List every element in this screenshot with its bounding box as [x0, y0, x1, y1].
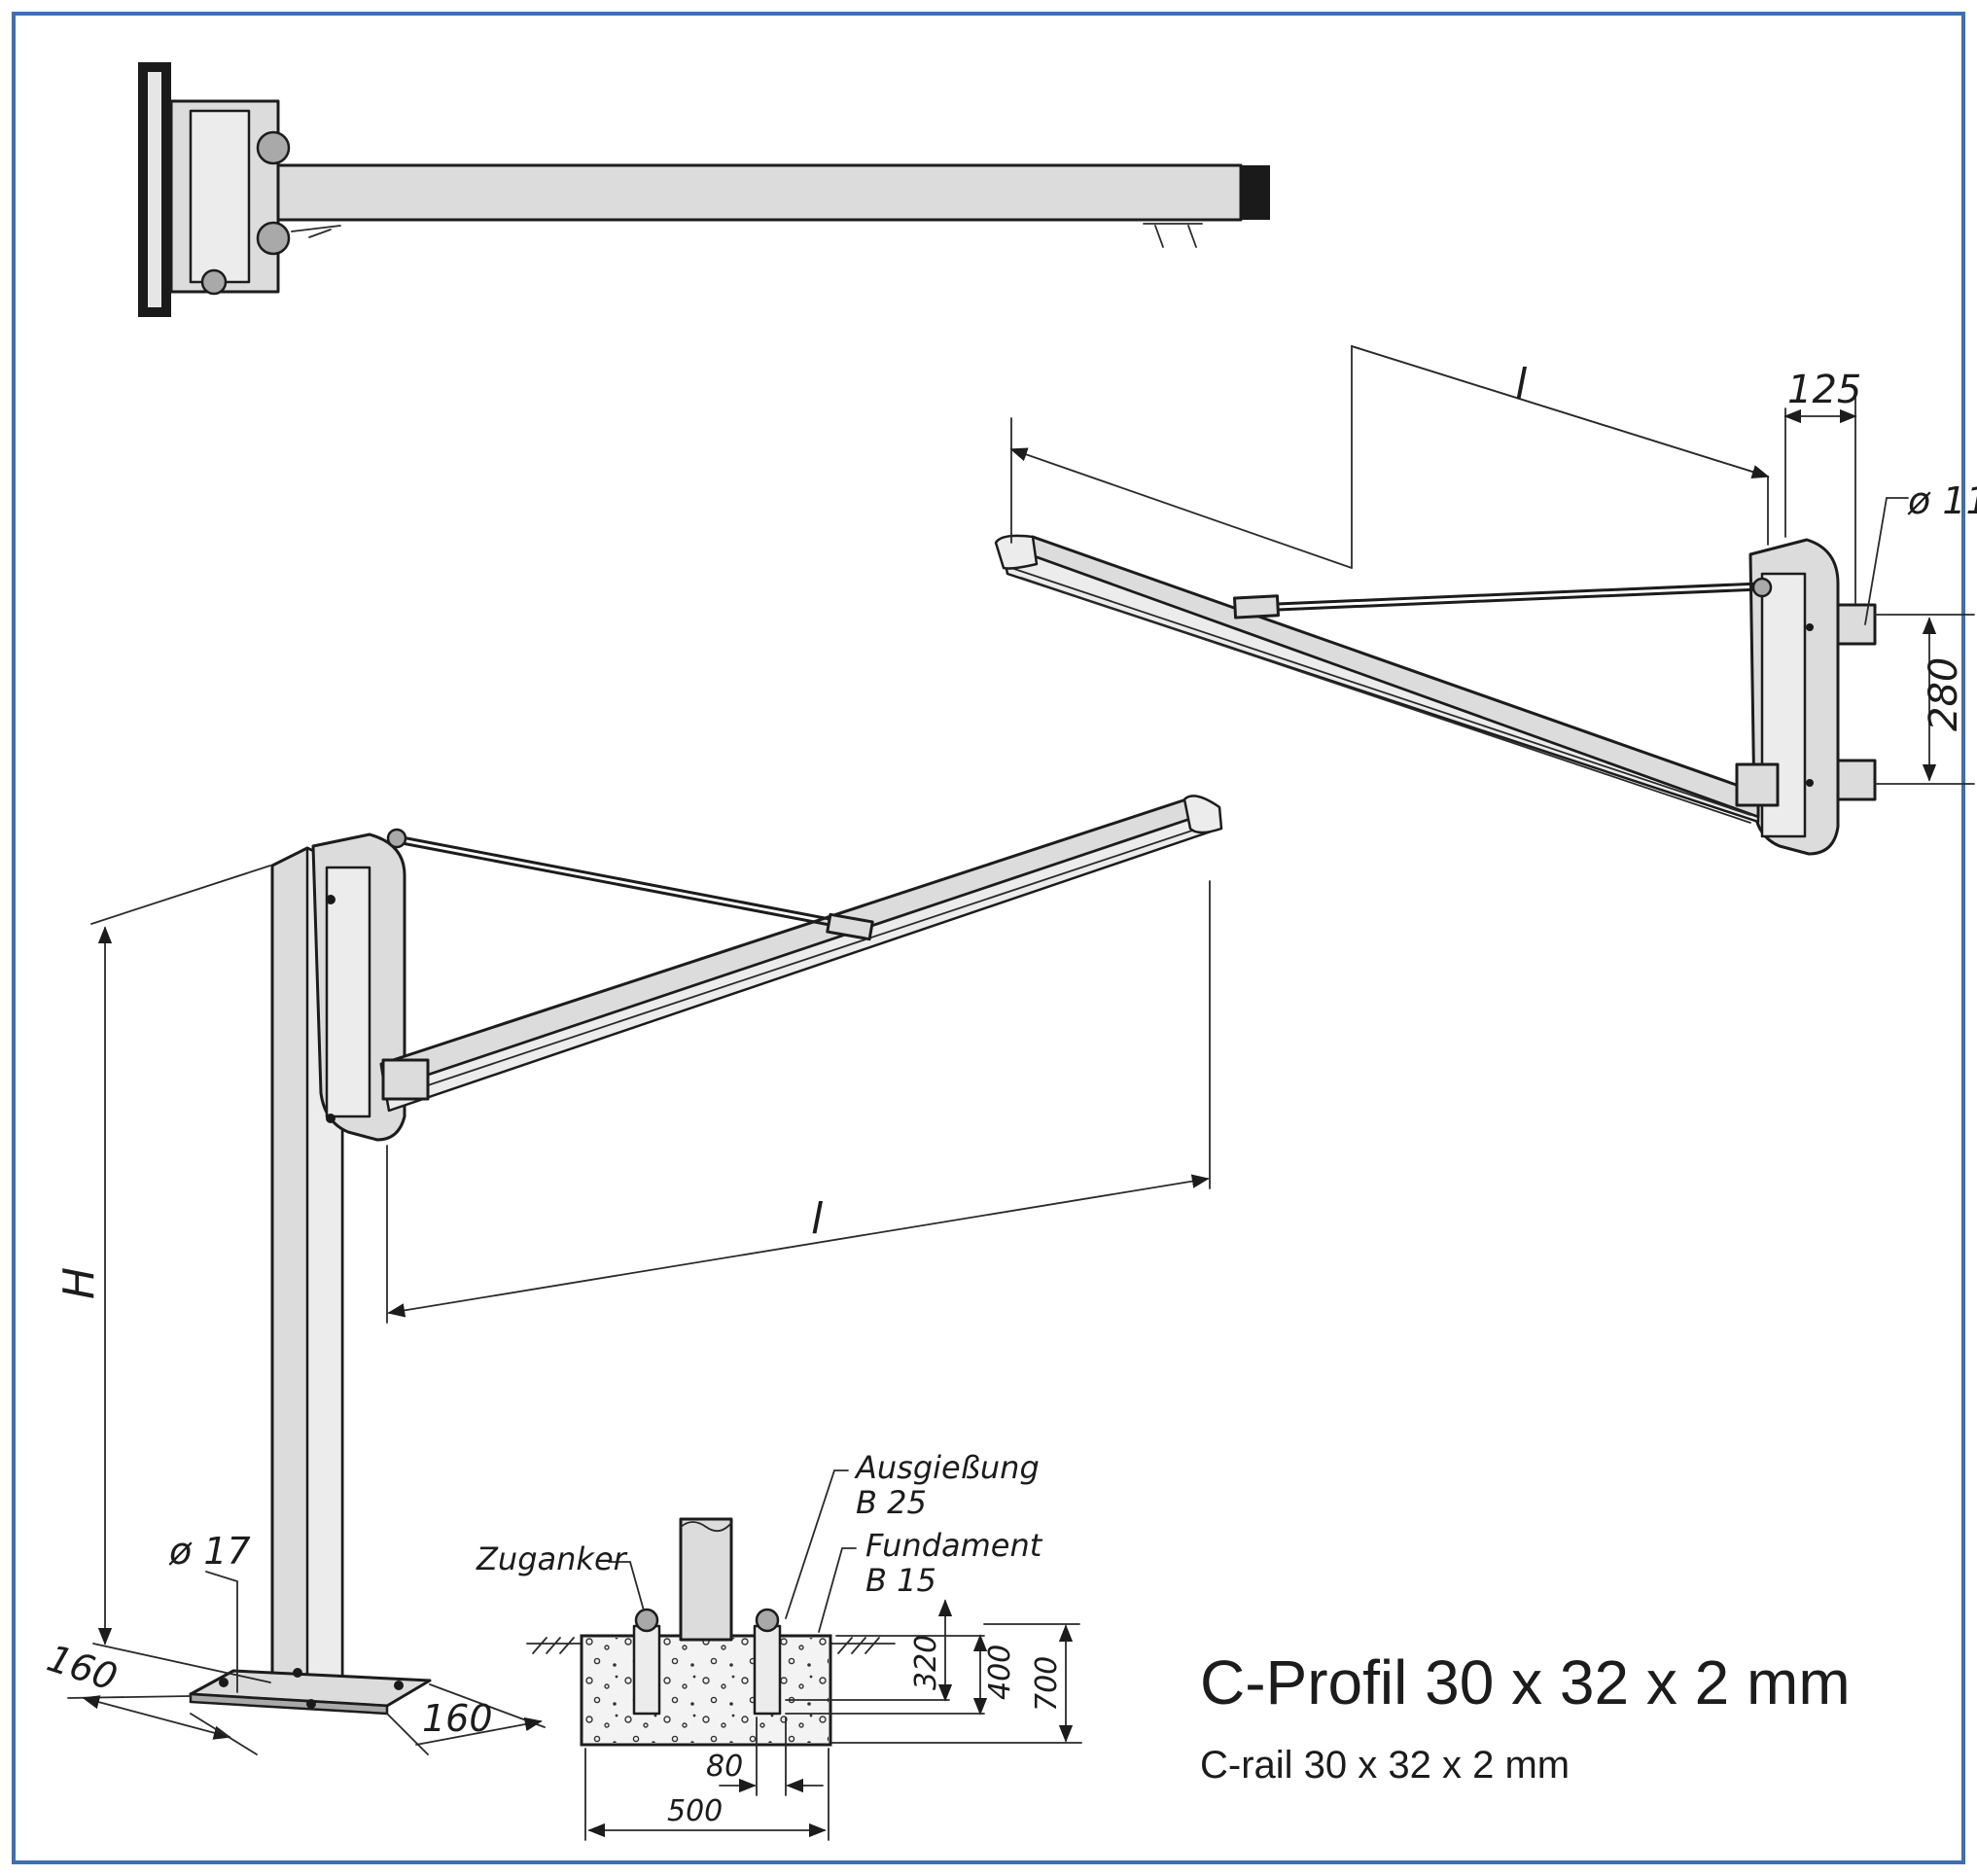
- dim-length-column: l: [811, 1194, 824, 1244]
- dim-width-500: 500: [667, 1794, 723, 1828]
- page-frame: [12, 12, 1965, 1864]
- dim-plate-160-b: 160: [422, 1697, 493, 1740]
- dim-depth-400: 400: [983, 1645, 1017, 1700]
- foundation-detail: Zuganker Ausgießung B 25 Fundament B 15 …: [476, 1449, 1082, 1841]
- column-mounted-arm: l H ø 17 160 160: [42, 795, 1223, 1755]
- dim-depth-700: 700: [1030, 1656, 1064, 1712]
- label-zuganker: Zuganker: [476, 1540, 628, 1577]
- dim-length-wall: l: [1515, 360, 1528, 409]
- dim-hole-17: ø 17: [168, 1530, 251, 1573]
- dim-hole-11: ø 11: [1907, 479, 1977, 522]
- label-fundament: Fundament: [865, 1527, 1043, 1564]
- product-subtitle: C-rail 30 x 32 x 2 mm: [1200, 1744, 1570, 1787]
- dim-height: H: [54, 1267, 104, 1299]
- label-ausgiessung: Ausgießung: [854, 1449, 1040, 1486]
- dim-width-80: 80: [706, 1750, 743, 1784]
- dim-depth-320: 320: [909, 1635, 943, 1690]
- label-ausgiessung-grade: B 25: [856, 1484, 927, 1521]
- wall-arm-top-view: [138, 62, 1270, 317]
- wall-mounted-arm: l 125 ø 11 280: [994, 344, 1977, 856]
- dim-width-125: 125: [1787, 368, 1861, 412]
- label-fundament-grade: B 15: [865, 1562, 936, 1599]
- product-title: C-Profil 30 x 32 x 2 mm: [1200, 1647, 1851, 1717]
- dim-spacing-280: 280: [1922, 657, 1966, 731]
- dim-plate-160-a: 160: [42, 1637, 123, 1699]
